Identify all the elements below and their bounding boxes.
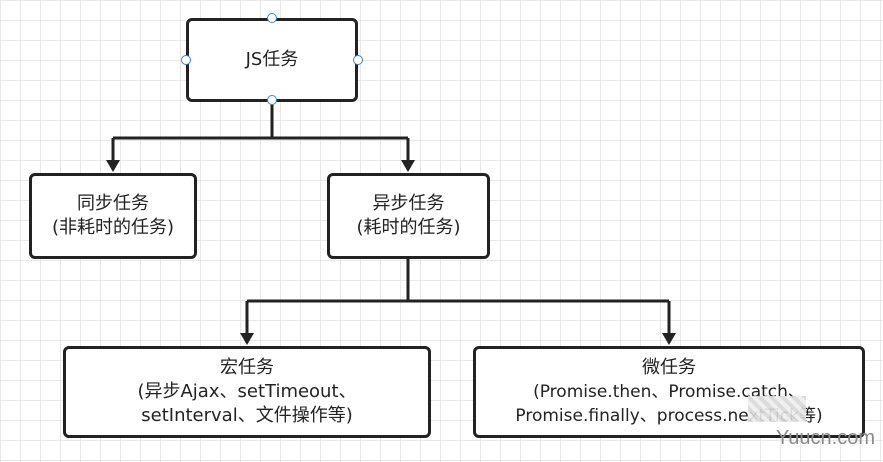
node-micro-line3: Promise.finally、process.nextTick等) — [515, 406, 823, 426]
node-js-tasks[interactable]: JS任务 — [186, 18, 358, 102]
node-macro-title: 宏任务 — [220, 357, 274, 378]
watermark-text: Yuucn.com — [776, 427, 875, 449]
node-sync-subtitle: (非耗时的任务) — [51, 217, 175, 238]
node-macro-line2: (异步Ajax、setTimeout、 — [137, 381, 357, 402]
node-micro-tasks[interactable]: 微任务 (Promise.then、Promise.catch、 Promise… — [473, 346, 865, 438]
node-async-subtitle: (耗时的任务) — [356, 217, 461, 238]
node-js-tasks-label: JS任务 — [245, 49, 299, 70]
node-sync-tasks[interactable]: 同步任务 (非耗时的任务) — [29, 173, 197, 259]
node-micro-line2: (Promise.then、Promise.catch、 — [533, 382, 805, 402]
node-sync-title: 同步任务 — [77, 193, 149, 214]
connection-handle-top[interactable] — [267, 13, 277, 23]
connection-handle-left[interactable] — [181, 55, 191, 65]
connection-handle-right[interactable] — [353, 55, 363, 65]
node-async-tasks[interactable]: 异步任务 (耗时的任务) — [327, 173, 490, 259]
node-macro-line3: setInterval、文件操作等) — [141, 405, 353, 426]
connection-handle-bottom[interactable] — [267, 95, 277, 105]
node-micro-title: 微任务 — [642, 357, 696, 378]
node-macro-tasks[interactable]: 宏任务 (异步Ajax、setTimeout、 setInterval、文件操作… — [63, 346, 431, 438]
node-async-title: 异步任务 — [372, 193, 445, 214]
watermark-blur — [748, 396, 806, 422]
